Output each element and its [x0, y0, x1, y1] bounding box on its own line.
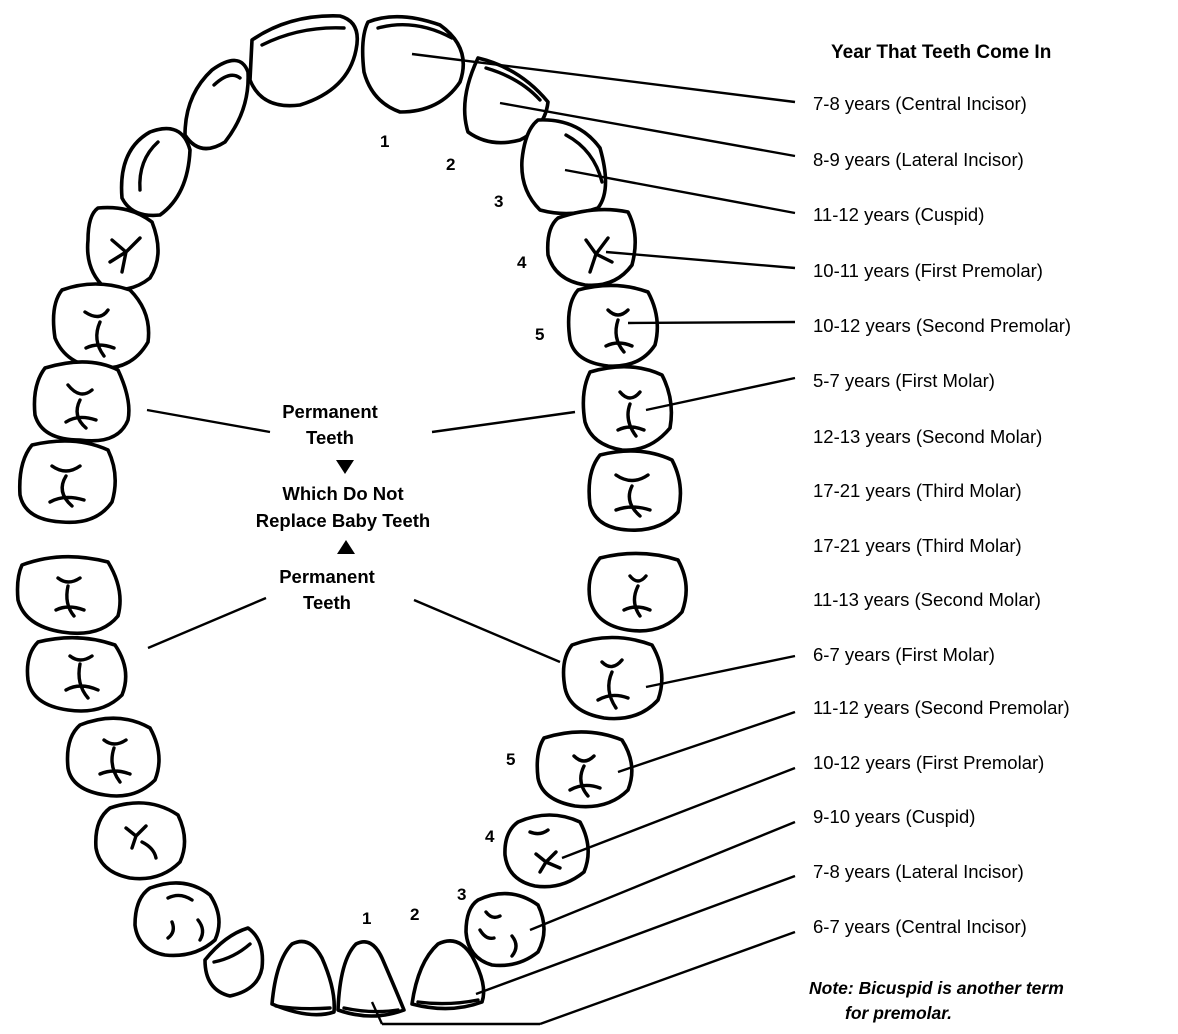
upper-label-lateral-incisor: 8-9 years (Lateral Incisor)	[813, 149, 1024, 170]
upper-number-3: 3	[494, 192, 503, 211]
chart-header: Year That Teeth Come In	[831, 42, 1051, 63]
lower-label-first-molar: 6-7 years (First Molar)	[813, 644, 995, 665]
upper-age-labels: 7-8 years (Central Incisor) 8-9 years (L…	[813, 93, 1071, 501]
center-leader-lines	[147, 410, 575, 662]
lower-right-second-premolar	[505, 815, 588, 887]
upper-tooth-numbers: 1 2 3 4 5	[380, 132, 544, 344]
upper-number-5: 5	[535, 325, 544, 344]
up-triangle-icon	[337, 540, 355, 554]
upper-label-second-molar: 12-13 years (Second Molar)	[813, 426, 1042, 447]
center-legend: Permanent Teeth Which Do Not Replace Bab…	[256, 401, 430, 613]
lower-label-lateral-incisor: 7-8 years (Lateral Incisor)	[813, 861, 1024, 882]
lower-right-second-molar	[564, 638, 662, 719]
permanent-lower-line2: Teeth	[303, 592, 351, 613]
note-line-2: for premolar.	[845, 1003, 952, 1023]
upper-number-2: 2	[446, 155, 455, 174]
upper-label-second-premolar: 10-12 years (Second Premolar)	[813, 315, 1071, 336]
lower-label-first-premolar: 10-12 years (First Premolar)	[813, 752, 1044, 773]
lower-left-second-molar	[27, 638, 125, 711]
upper-left-cuspid	[122, 129, 190, 216]
lower-label-central-incisor: 6-7 years (Central Incisor)	[813, 916, 1027, 937]
lower-number-5: 5	[506, 750, 515, 769]
lower-label-cuspid: 9-10 years (Cuspid)	[813, 806, 975, 827]
upper-left-first-molar	[34, 362, 128, 441]
lower-label-third-molar: 17-21 years (Third Molar)	[813, 535, 1022, 556]
lower-left-teeth	[18, 557, 405, 1016]
upper-label-cuspid: 11-12 years (Cuspid)	[813, 204, 984, 225]
lower-right-teeth	[412, 553, 686, 1008]
lower-number-2: 2	[410, 905, 419, 924]
upper-left-second-premolar	[54, 284, 149, 368]
upper-right-second-premolar	[569, 285, 658, 366]
lower-left-central-incisor	[338, 942, 404, 1016]
lower-number-4: 4	[485, 827, 495, 846]
lower-left-third-molar	[18, 557, 121, 634]
upper-right-second-molar	[589, 451, 680, 530]
down-triangle-icon	[336, 460, 354, 474]
lower-label-second-premolar: 11-12 years (Second Premolar)	[813, 697, 1070, 718]
permanent-upper-line1: Permanent	[282, 401, 378, 422]
lower-left-lateral-incisor	[272, 941, 334, 1014]
upper-left-lateral-incisor	[185, 60, 248, 148]
lower-number-3: 3	[457, 885, 466, 904]
which-do-not-line: Which Do Not	[282, 483, 403, 504]
upper-label-central-incisor: 7-8 years (Central Incisor)	[813, 93, 1027, 114]
upper-right-central-incisor	[363, 17, 464, 112]
upper-right-teeth	[363, 17, 681, 531]
upper-right-cuspid	[522, 120, 606, 214]
upper-left-second-molar	[20, 441, 115, 522]
upper-number-4: 4	[517, 253, 527, 272]
lower-label-second-molar: 11-13 years (Second Molar)	[813, 589, 1041, 610]
lower-number-1: 1	[362, 909, 371, 928]
lower-left-second-premolar	[96, 803, 185, 879]
replace-baby-teeth-line: Replace Baby Teeth	[256, 510, 430, 531]
lower-right-first-molar	[537, 732, 632, 807]
lower-right-third-molar	[589, 553, 686, 630]
upper-number-1: 1	[380, 132, 389, 151]
upper-label-first-molar: 5-7 years (First Molar)	[813, 370, 995, 391]
note-line-1: Note: Bicuspid is another term	[809, 978, 1064, 998]
permanent-upper-line2: Teeth	[306, 427, 354, 448]
upper-label-third-molar: 17-21 years (Third Molar)	[813, 480, 1022, 501]
upper-label-first-premolar: 10-11 years (First Premolar)	[813, 260, 1043, 281]
permanent-lower-line1: Permanent	[279, 566, 375, 587]
lower-age-labels: 17-21 years (Third Molar) 11-13 years (S…	[813, 535, 1070, 937]
